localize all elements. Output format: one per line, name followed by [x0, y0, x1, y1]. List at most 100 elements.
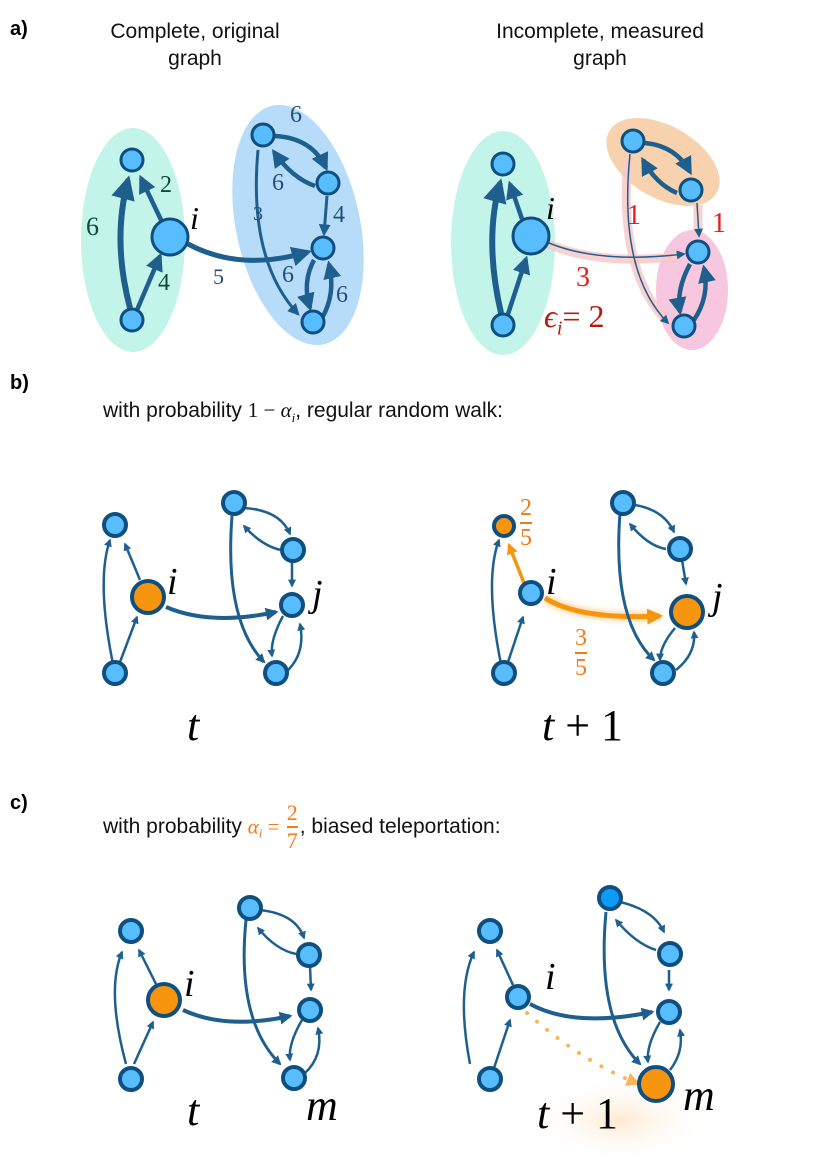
node-i [511, 216, 551, 256]
edge [243, 506, 292, 536]
node-i-current [130, 579, 166, 615]
edge-c2-to-c3 [318, 195, 331, 237]
node [310, 235, 336, 261]
missing-weight: 3 [576, 262, 590, 293]
node-i-label: i [190, 200, 199, 236]
edge [267, 615, 285, 658]
node-top-bright [597, 885, 623, 911]
time-t: t [537, 1089, 550, 1138]
node [119, 147, 145, 173]
panel-a-left-graph [81, 104, 364, 352]
panel-b-label: b) [10, 372, 29, 394]
node-i [150, 217, 190, 257]
node [477, 1066, 503, 1092]
edge [285, 622, 306, 673]
edge-i-to-c3 [186, 241, 312, 267]
edge-c2-to-c1 [271, 149, 316, 189]
edge [259, 908, 306, 940]
edge-bottom-to-i [134, 252, 163, 311]
node [296, 942, 322, 968]
fraction-bar [520, 522, 532, 524]
alpha-numerator: 2 [286, 800, 298, 825]
edge-bottom-to-top [111, 175, 135, 309]
prob-up-numerator: 2 [520, 495, 532, 521]
edge [619, 900, 666, 934]
edge-c1-to-c2 [644, 140, 692, 176]
edge [634, 503, 676, 534]
edge [256, 926, 297, 956]
node-j-current [669, 594, 705, 630]
node [102, 660, 128, 686]
fraction-bar [286, 826, 298, 828]
edge-c2-to-c3-thin [694, 202, 704, 238]
caption-suffix: , regular random walk: [295, 399, 503, 422]
node-i-label: i [167, 561, 178, 603]
panel-a-right-title: Incomplete, measured graph [465, 18, 735, 72]
edge [680, 559, 689, 586]
edge [242, 919, 282, 1066]
node [300, 309, 326, 335]
node [491, 660, 517, 686]
edge [614, 918, 657, 952]
panel-c-left-graph [113, 895, 324, 1092]
edge [643, 1021, 662, 1064]
node [237, 895, 263, 921]
edge-weight: 2 [160, 172, 172, 198]
edge-i-to-top [506, 180, 525, 220]
edge-i-to-j-active [543, 595, 664, 625]
caption-suffix: , biased teleportation: [299, 815, 501, 838]
node [102, 512, 128, 538]
node [315, 170, 341, 196]
missing-weight: 1 [627, 200, 641, 231]
edge [490, 538, 503, 665]
node [118, 1066, 144, 1092]
panel-b-left-graph [102, 490, 306, 686]
panel-a-right-title-line1: Incomplete, measured [496, 20, 704, 43]
edge-c4-to-c3 [692, 264, 716, 322]
caption-equals: = [262, 814, 285, 839]
edge-i-to-top-active [507, 542, 526, 584]
node-j [279, 592, 305, 618]
prob-right-denominator: 5 [575, 655, 587, 681]
edge-c2-to-c1 [641, 156, 678, 196]
edge [118, 615, 139, 663]
edge-weight: 6 [336, 282, 348, 308]
node [650, 660, 676, 686]
time-label-t: t [187, 1086, 200, 1135]
node [490, 151, 516, 177]
node [221, 490, 247, 516]
edge [675, 630, 699, 671]
time-label-t-plus-1: t + 1 [537, 1088, 618, 1139]
panel-a-right-title-line2: graph [573, 47, 627, 70]
time-label-t: t [187, 701, 200, 750]
missing-edge-highlight [546, 239, 681, 264]
node-j-label: j [312, 573, 323, 615]
edge [285, 1019, 304, 1062]
edge [669, 1028, 686, 1071]
edge [656, 627, 676, 662]
node-j-label: j [712, 576, 723, 618]
node [620, 128, 646, 154]
node-i [505, 984, 531, 1010]
node-i-label: i [546, 190, 555, 226]
node [477, 918, 503, 944]
panel-a-left-title: Complete, original graph [80, 18, 310, 72]
edge [102, 538, 115, 665]
node [119, 307, 145, 333]
edge [495, 948, 515, 986]
prob-fraction-up: 2 5 [520, 496, 532, 550]
node-m-label: m [683, 1071, 715, 1120]
panel-c-label: c) [10, 792, 28, 814]
edge [617, 512, 656, 662]
edge-weight: 6 [290, 102, 302, 128]
node [667, 536, 693, 562]
node [610, 490, 636, 516]
caption-prefix: with probability [103, 815, 248, 838]
prob-fraction-right: 3 5 [575, 626, 587, 680]
edge-c1-to-c2 [274, 133, 329, 172]
edge [506, 615, 525, 663]
edge-c3-to-c4 [668, 262, 692, 316]
epsilon-symbol: ϵ [544, 298, 557, 334]
alpha-denominator: 7 [286, 828, 298, 853]
missing-weight: 1 [712, 208, 726, 239]
